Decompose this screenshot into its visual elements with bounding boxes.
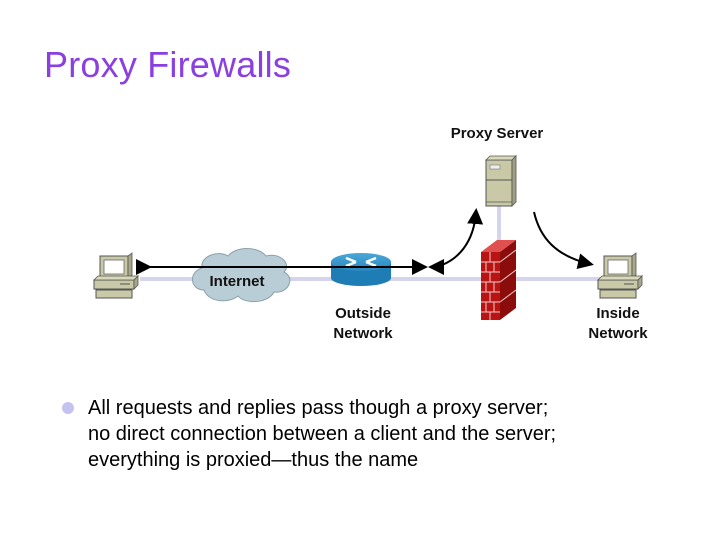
curved-arrow-from-proxy xyxy=(533,211,594,270)
outside-network-label-2: Network xyxy=(333,325,393,342)
network-diagram: Internet Proxy Server xyxy=(93,125,648,342)
router-icon xyxy=(331,253,391,286)
workstation-icon xyxy=(93,252,139,299)
bullet-line: All requests and replies pass though a p… xyxy=(88,397,549,419)
workstation-icon xyxy=(597,252,643,299)
bullet-line: everything is proxied—thus the name xyxy=(88,449,419,471)
server-icon xyxy=(485,155,517,207)
inside-network-label-1: Inside xyxy=(596,305,639,322)
brick-firewall-icon xyxy=(481,240,517,320)
bullet-item: All requests and replies pass though a p… xyxy=(60,395,700,473)
curved-arrow-to-proxy xyxy=(431,208,484,269)
bullet-line: no direct connection between a client an… xyxy=(88,423,557,445)
inside-network-label-2: Network xyxy=(588,325,648,342)
bullet-list: All requests and replies pass though a p… xyxy=(60,395,700,473)
proxy-server-label: Proxy Server xyxy=(451,125,544,142)
outside-network-label-1: Outside xyxy=(335,305,391,322)
bullet-dot-icon xyxy=(62,402,74,414)
internet-label: Internet xyxy=(209,273,264,290)
slide-title: Proxy Firewalls xyxy=(44,44,292,85)
